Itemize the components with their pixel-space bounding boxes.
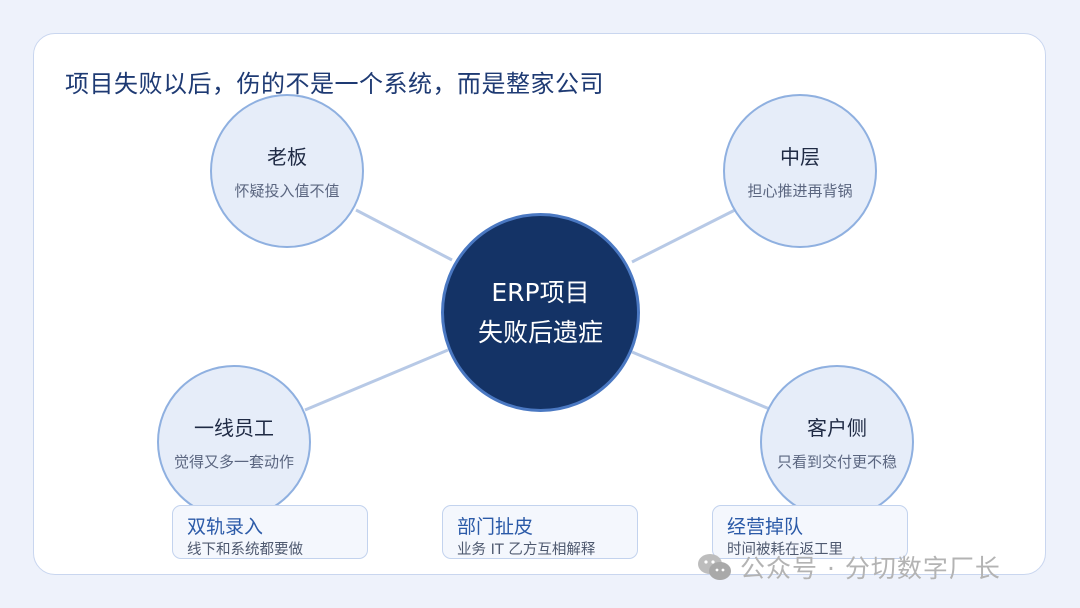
box-dept-blame-title: 部门扯皮 (457, 516, 534, 538)
node-boss-desc: 怀疑投入值不值 (234, 182, 340, 200)
node-customer: 客户侧 只看到交付更不稳 (760, 365, 914, 519)
center-node: ERP项目 失败后遗症 (441, 213, 640, 412)
watermark-text: 公众号 · 分切数字厂长 (740, 554, 1001, 583)
connector-customer (631, 350, 773, 412)
node-staff-desc: 觉得又多一套动作 (173, 453, 294, 471)
page-title: 项目失败以后，伤的不是一个系统，而是整家公司 (65, 70, 604, 98)
node-boss: 老板 怀疑投入值不值 (210, 94, 364, 248)
box-dual-entry-desc: 线下和系统都要做 (187, 542, 303, 558)
box-ops-lag-desc: 时间被耗在返工里 (727, 542, 843, 558)
wechat-icon (698, 554, 731, 580)
node-customer-name: 客户侧 (807, 416, 867, 440)
box-dual-entry-title: 双轨录入 (187, 516, 264, 538)
connector-middle (631, 208, 736, 264)
box-ops-lag-title: 经营掉队 (727, 516, 804, 538)
box-dual-entry: 双轨录入 线下和系统都要做 (172, 505, 368, 559)
node-middle-desc: 担心推进再背锅 (747, 182, 853, 200)
node-staff: 一线员工 觉得又多一套动作 (157, 365, 311, 519)
connector-boss (355, 208, 453, 262)
node-middle: 中层 担心推进再背锅 (723, 94, 877, 248)
center-line-1: ERP项目 (491, 277, 590, 307)
node-middle-name: 中层 (780, 145, 820, 169)
watermark: 公众号 · 分切数字厂长 (696, 550, 1001, 584)
connector-staff (304, 348, 449, 412)
box-ops-lag: 经营掉队 时间被耗在返工里 (712, 505, 908, 559)
node-staff-name: 一线员工 (194, 416, 274, 440)
box-dept-blame-desc: 业务 IT 乙方互相解释 (457, 542, 596, 558)
node-customer-desc: 只看到交付更不稳 (776, 453, 897, 471)
node-boss-name: 老板 (267, 145, 307, 169)
box-dept-blame: 部门扯皮 业务 IT 乙方互相解释 (442, 505, 638, 559)
center-line-2: 失败后遗症 (477, 317, 603, 347)
